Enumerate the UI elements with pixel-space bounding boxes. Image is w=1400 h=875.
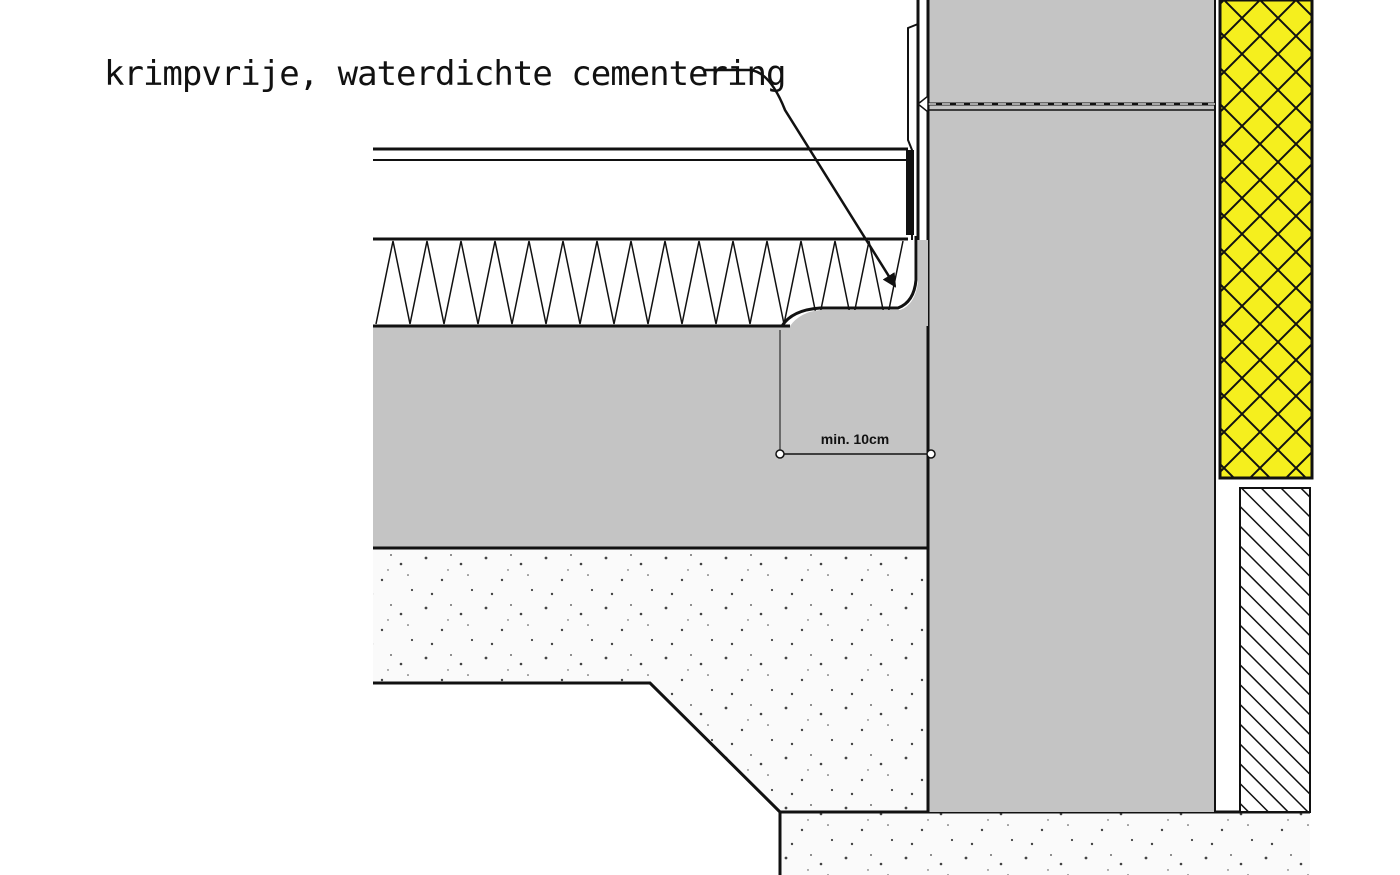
floor-slab <box>373 326 928 550</box>
annotation-label: krimpvrije, waterdichte cementering <box>104 54 785 94</box>
dimension-end-right <box>926 449 936 459</box>
insulation-zigzag <box>375 240 904 325</box>
dimension-label: min. 10cm <box>821 431 889 447</box>
annotation-leader <box>705 68 897 288</box>
dimension-end-left <box>775 449 785 459</box>
dimension-line: min. 10cm <box>775 330 936 459</box>
exterior-protection <box>1239 487 1311 813</box>
wall-sealing-strip <box>906 0 929 240</box>
floor-finish <box>373 147 908 161</box>
wall-concrete <box>926 0 1216 812</box>
exterior-insulation <box>1218 0 1314 480</box>
foundation-footing <box>778 810 1310 875</box>
gravel-bed <box>373 548 928 814</box>
cement-fillet <box>780 236 928 327</box>
